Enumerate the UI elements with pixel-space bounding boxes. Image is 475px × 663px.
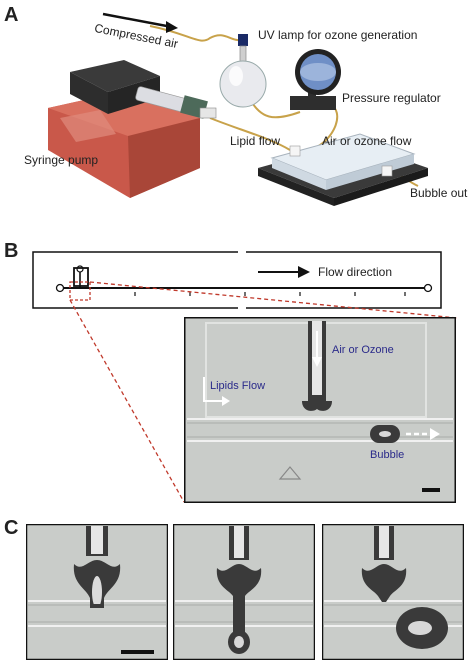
panel-b-letter: B: [4, 240, 19, 262]
micrograph-zoom: Air or Ozone Lipids Flow Bubble: [184, 317, 456, 503]
inlet-port: [55, 283, 65, 293]
outlet-port: [423, 283, 433, 293]
flow-direction-label: Flow direction: [318, 265, 392, 279]
microfluidic-chip: [258, 133, 428, 206]
label-air-or-ozone-flow: Air or ozone flow: [322, 134, 412, 148]
micrograph-frame-3: [322, 524, 464, 660]
label-syringe-pump: Syringe pump: [24, 153, 99, 167]
scale-bar-c: [121, 650, 154, 654]
syringe-pump: [48, 60, 217, 198]
pressure-regulator: [290, 49, 341, 110]
panel-a-illustration: [48, 12, 428, 206]
panel-c-letter: C: [4, 517, 19, 539]
label-lipid-flow: Lipid flow: [230, 134, 281, 148]
label-air-or-ozone: Air or Ozone: [332, 344, 394, 356]
label-bubble: Bubble: [370, 449, 404, 461]
chip-outline: [32, 251, 442, 309]
uv-lamp-flask: [219, 34, 267, 108]
compressed-air-arrow: [102, 12, 178, 33]
label-pressure-regulator: Pressure regulator: [342, 91, 441, 105]
micrograph-frame-2: [173, 524, 315, 660]
panel-b-overview: Flow direction: [32, 248, 442, 312]
scale-bar: [422, 488, 440, 492]
label-bubble-out: Bubble out: [410, 186, 468, 200]
label-lipids-flow: Lipids Flow: [210, 380, 265, 392]
panel-a-letter: A: [4, 4, 19, 26]
junction-box: [73, 267, 89, 287]
flow-direction-arrow: [258, 266, 310, 278]
label-uv-lamp: UV lamp for ozone generation: [258, 28, 418, 42]
micrograph-frame-1: [26, 524, 168, 660]
